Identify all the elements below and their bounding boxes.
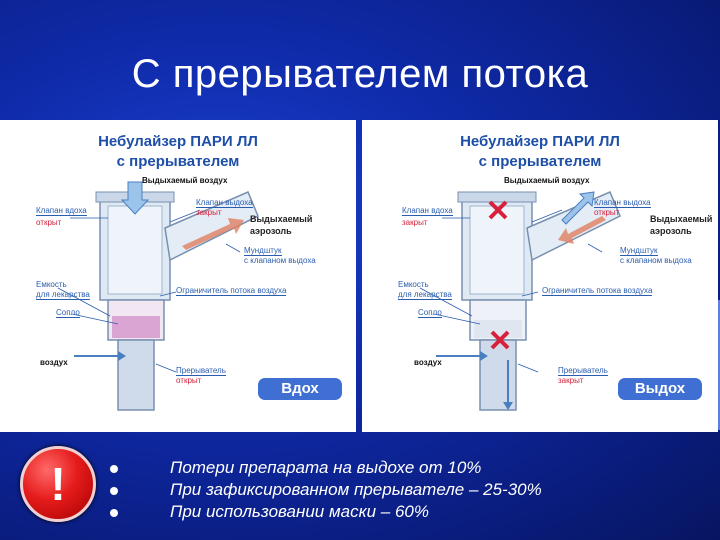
bullet-text: При зафиксированном прерывателе – 25-30%: [170, 480, 542, 500]
label-reservoir: Емкость: [398, 280, 429, 289]
panel-title-line1: Небулайзер ПАРИ ЛЛ: [362, 132, 718, 151]
bullet-text: При использовании маски – 60%: [170, 502, 429, 522]
label-reservoir: Емкость: [36, 280, 67, 289]
label-exhaled-air: Выдыхаемый воздух: [142, 176, 227, 185]
diagram-panel-inhale: Небулайзер ПАРИ ЛЛ с прерывателем Выдыха…: [0, 120, 356, 432]
label-flow-limiter: Ограничитель потока воздуха: [542, 286, 652, 296]
label-exhaled-air: Выдыхаемый воздух: [504, 176, 589, 185]
label-air: воздух: [40, 358, 68, 367]
warning-exclamation-icon: !: [20, 446, 96, 522]
label-exhaled-aerosol: Выдыхаемый: [250, 214, 312, 225]
label-mouthpiece-2: с клапаном выдоха: [620, 256, 692, 265]
label-exhaled-aerosol-2: аэрозоль: [650, 226, 692, 237]
label-interrupter: Прерыватель: [558, 366, 608, 376]
label-interrupter-state: закрыт: [558, 376, 583, 385]
bullet-dot-icon: [110, 487, 118, 495]
label-interrupter-state: открыт: [176, 376, 201, 385]
label-reservoir-2: для лекарства: [36, 290, 90, 300]
label-exhale-valve-state: открыт: [594, 208, 619, 217]
label-exhale-valve-state: закрыт: [196, 208, 221, 217]
label-air: воздух: [414, 358, 442, 367]
diagram-panel-exhale: Небулайзер ПАРИ ЛЛ с прерывателем Выдыха…: [362, 120, 718, 432]
panel-title-line2: с прерывателем: [0, 152, 356, 171]
label-interrupter: Прерыватель: [176, 366, 226, 376]
label-mouthpiece: Мундштук: [244, 246, 282, 256]
label-mouthpiece: Мундштук: [620, 246, 658, 256]
label-reservoir-2: для лекарства: [398, 290, 452, 300]
panel-title-line2: с прерывателем: [362, 152, 718, 171]
label-inhale-valve: Клапан вдоха: [402, 206, 453, 216]
label-inhale-valve-state: закрыт: [402, 218, 427, 227]
label-exhaled-aerosol: Выдыхаемый: [650, 214, 712, 225]
label-exhale-valve: Клапан выдоха: [594, 198, 651, 208]
label-nozzle: Сопло: [56, 308, 80, 318]
phase-badge-exhale: Выдох: [618, 378, 702, 400]
bullet-text: Потери препарата на выдохе от 10%: [170, 458, 481, 478]
label-inhale-valve-state: открыт: [36, 218, 61, 227]
bullet-dot-icon: [110, 465, 118, 473]
label-mouthpiece-2: с клапаном выдоха: [244, 256, 316, 265]
label-flow-limiter: Ограничитель потока воздуха: [176, 286, 286, 296]
panel-title-line1: Небулайзер ПАРИ ЛЛ: [0, 132, 356, 151]
label-inhale-valve: Клапан вдоха: [36, 206, 87, 216]
bullet-dot-icon: [110, 509, 118, 517]
label-exhale-valve: Клапан выдоха: [196, 198, 253, 208]
slide-title: С прерывателем потока: [0, 52, 720, 97]
label-nozzle: Сопло: [418, 308, 442, 318]
phase-badge-inhale: Вдох: [258, 378, 342, 400]
label-exhaled-aerosol-2: аэрозоль: [250, 226, 292, 237]
